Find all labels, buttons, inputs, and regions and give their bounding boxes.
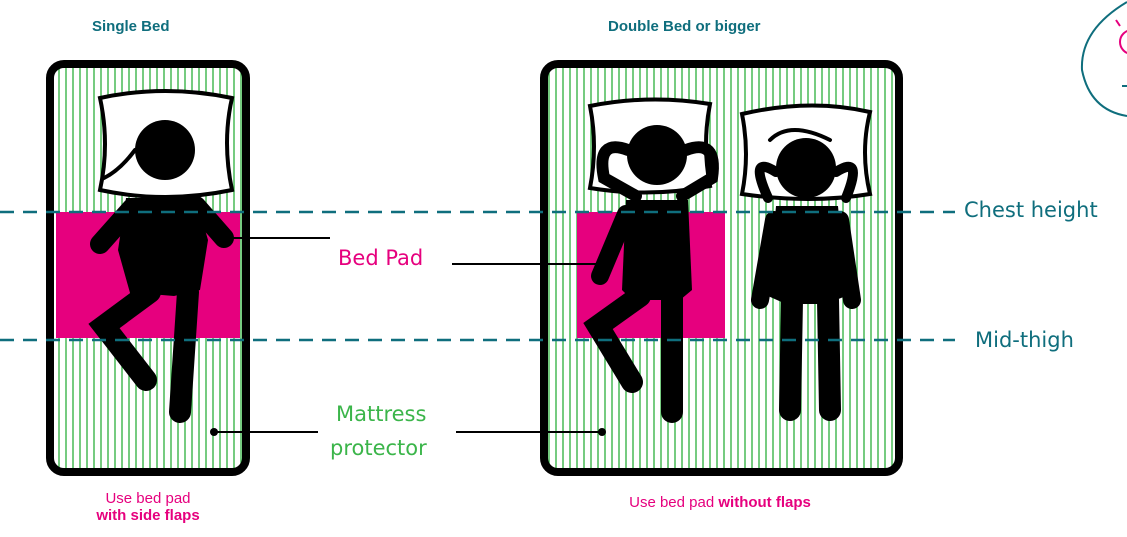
mattress-label-line2: protector: [330, 436, 427, 460]
lightbulb-logo-icon: [1082, 2, 1127, 116]
single-caption-line2: with side flaps: [96, 507, 199, 524]
single-caption-line1: Use bed pad: [70, 490, 226, 507]
double-caption-plain: Use bed pad: [629, 494, 718, 511]
double-caption-bold: without flaps: [718, 494, 811, 511]
mattress-label-line1: Mattress: [336, 402, 426, 426]
bed-pad-label: Bed Pad: [338, 246, 423, 270]
single-bed-title: Single Bed: [92, 18, 170, 35]
double-bed-title: Double Bed or bigger: [608, 18, 761, 35]
mid-thigh-label: Mid-thigh: [975, 328, 1074, 352]
chest-height-label: Chest height: [964, 198, 1098, 222]
single-bed-caption: Use bed pad with side flaps: [70, 490, 226, 524]
double-bed-caption: Use bed pad without flaps: [560, 494, 880, 511]
